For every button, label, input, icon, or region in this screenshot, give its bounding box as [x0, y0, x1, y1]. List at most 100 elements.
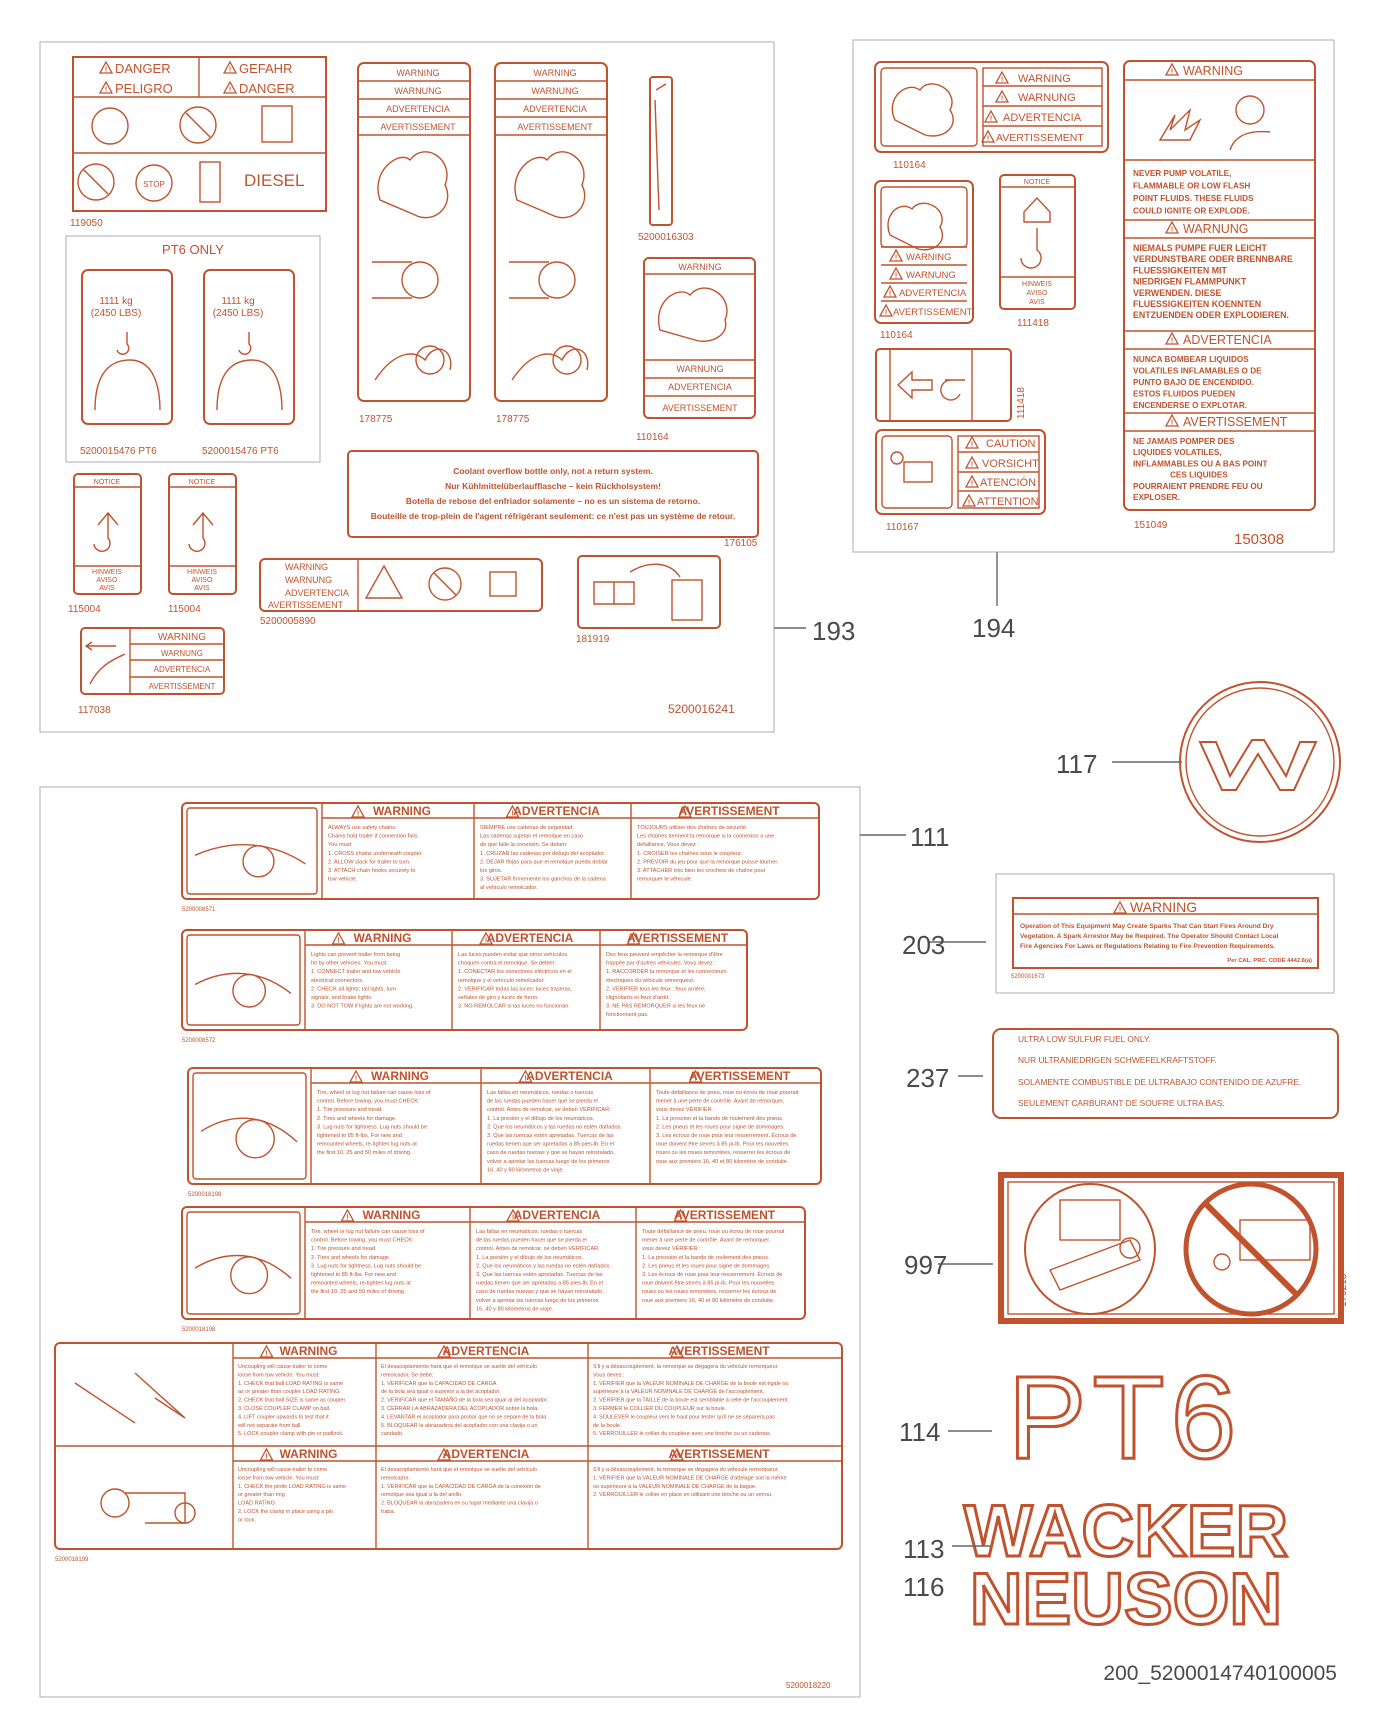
row-col-line: 1. CROISER les chaînes sous le coupleur.	[637, 851, 743, 857]
w-logo-decal	[1179, 681, 1341, 843]
row-col-line: remorquer le véhicule.	[637, 877, 693, 883]
spark-id: 5200001673	[1011, 974, 1045, 980]
row-col-head: AVERTISSEMENT	[627, 931, 729, 945]
p194w1-4: AVERTISSEMENT	[996, 132, 1084, 144]
notice1-bottom-3: AVIS	[99, 585, 115, 592]
row-col-head: WARNING	[373, 804, 431, 818]
coupler-col-line: 3. CLOSE COUPLER CLAMP on ball.	[238, 1406, 331, 1412]
p194w2-1: WARNING	[906, 252, 952, 263]
row-col-line: Las cadenas sujetan el remolque en caso	[480, 834, 583, 840]
fuel-section-head: WARNING	[1183, 64, 1243, 78]
tall2-text-1: WARNING	[533, 68, 576, 78]
row-col-line: 2. Les pneus et les roues pour signe de …	[656, 1124, 785, 1130]
coupler-col-line: ou supérieure à la VALEUR NOMINALE DE CH…	[593, 1484, 757, 1490]
p194-warning-2: WARNING WARNUNG ADVERTENCIA AVERTISSEMEN…	[874, 180, 974, 324]
coupler-col-line: S'il y a désaccouplement, la remorque se…	[593, 1364, 779, 1370]
wide-warn-4: AVERTISSEMENT	[268, 600, 344, 610]
callout-116: 116	[903, 1572, 944, 1602]
fuel-warning-label	[1123, 60, 1316, 511]
coupler-col-line: 5. VERROUILLER le collier du coupleur av…	[593, 1431, 772, 1437]
row-col-line: 3. Lug nuts for tightness. Lug nuts shou…	[311, 1263, 421, 1269]
row-col-line: frappée par d'autres véhicules. Vous dev…	[606, 961, 716, 967]
fuel-section-line: VERWENDEN. DIESE	[1133, 288, 1221, 298]
row-col-line: Tire, wheel or lug nut failure can cause…	[311, 1229, 425, 1235]
row-col-line: défaillance. Vous devez :	[637, 842, 699, 848]
fuel-section-line: NE JAMAIS POMPER DES	[1133, 437, 1235, 446]
tall2-text-2: WARNUNG	[531, 86, 578, 96]
callout-114: 114	[899, 1417, 940, 1447]
row-col-line: tightened to 85 ft-lbs. For new and	[311, 1272, 396, 1278]
row-col-line: 1. La presión y el dibujo de los neumáti…	[476, 1255, 584, 1261]
wide-warn-2: WARNUNG	[285, 575, 332, 585]
caution-1: CAUTION	[986, 438, 1036, 450]
brand-line-2: NEUSON	[970, 1559, 1282, 1640]
coupler-col-head: AVERTISSEMENT	[668, 1447, 770, 1461]
pt6-decal: PT6	[1006, 1351, 1237, 1486]
arrow-warn-3: ADVERTENCIA	[154, 665, 211, 674]
row-col-line: 1. La pression et la bande de roulement …	[642, 1255, 770, 1261]
fuel-section-line: POINT FLUIDS. THESE FLUIDS	[1133, 194, 1254, 203]
row-col-line: 2. Que los neumáticos y las ruedas no es…	[487, 1124, 622, 1130]
row-col-line: ruedas tienen que ser apretadas a 85 pie…	[476, 1281, 603, 1287]
row-col-line: 2. PRÉVOIR du jeu pour que la remorque p…	[637, 858, 779, 865]
row-col-line: 2. Les pneus et les roues pour signe de …	[642, 1263, 771, 1269]
row-col-line: 3. ATTACHER très bien les crochets de ch…	[637, 868, 766, 874]
coupler-col-line: El desacoplamiento hará que el remolque …	[381, 1467, 537, 1473]
fuel-section-line: INFLAMMABLES OU A BAS POINT	[1133, 459, 1267, 468]
notice2-bottom-2: AVISO	[192, 577, 213, 584]
coupler-col-line: Vous devez :	[593, 1372, 625, 1378]
row-col-line: signals, and brake lights.	[311, 995, 373, 1001]
coupler-col-line: 2. VERROUILLER le collier en place en ut…	[593, 1492, 773, 1498]
row-col-line: Toute défaillance de pneu, roue ou écrou…	[656, 1090, 799, 1096]
wacker-neuson-decal: WACKER NEUSON	[962, 1490, 1289, 1642]
row-col-line: caso de ruedas nuevas y que se hayan rei…	[487, 1150, 615, 1156]
row-col-head: AVERTISSEMENT	[678, 804, 780, 818]
row-col-line: TOUJOURS utiliser des chaînes de sécurit…	[637, 825, 748, 831]
callout-117: 117	[1056, 749, 1097, 779]
fuel-line-3: SOLAMENTE COMBUSTIBLE DE ULTRABAJO CONTE…	[1018, 1077, 1301, 1087]
p194w1-2: WARNUNG	[1018, 92, 1076, 104]
arrow-warn-id: 117038	[78, 705, 111, 716]
danger-label: DANGER GEFAHR PELIGRO DANGER STOP DIESEL	[72, 56, 327, 212]
fuel-section-line: COULD IGNITE OR EXPLODE.	[1133, 207, 1250, 216]
fuel-line-2: NUR ULTRANIEDRIGEN SCHWEFELKRAFTSTOFF.	[1018, 1055, 1217, 1065]
row-col-line: tow vehicle.	[328, 877, 358, 883]
notice2-bottom-1: HINWEIS	[187, 569, 217, 576]
fuel-section-line: ENCENDERSE O EXPLOTAR.	[1133, 401, 1247, 410]
row-col-head: ADVERTENCIA	[513, 804, 600, 818]
coupler-col-line: 5. BLOQUEAR la abrazadera del acoplador …	[381, 1423, 538, 1429]
tall-warning-2: WARNING WARNUNG ADVERTENCIA AVERTISSEMEN…	[494, 62, 608, 402]
tall1-text-3: ADVERTENCIA	[386, 104, 450, 114]
coupler-col-head: ADVERTENCIA	[443, 1344, 530, 1358]
p194w2-4: AVERTISSEMENT	[893, 307, 973, 318]
strip-id: 5200016303	[638, 232, 694, 243]
wide-warn-1: WARNING	[285, 562, 328, 572]
row-col-line: 3. ATTACH chain hooks securely to	[328, 868, 415, 874]
fuel-section-line: PUNTO BAJO DE ENCENDIDO.	[1133, 378, 1254, 387]
fuel-section-line: POURRAIENT PRENDRE FEU OU	[1133, 482, 1263, 491]
row-col-head: ADVERTENCIA	[514, 1208, 601, 1222]
row-id: 5200018198	[188, 1192, 222, 1198]
spark-warning-decal: WARNING Operation of This Equipment May …	[995, 873, 1335, 994]
caution-3: ATENCIÓN	[980, 476, 1036, 489]
row-col-line: 2. VERIFICAR todas las luces: luces tras…	[458, 986, 573, 992]
wide-warning-label: WARNING WARNUNG ADVERTENCIA AVERTISSEMEN…	[259, 558, 543, 612]
fuel-section-line: NIEMALS PUMPE FUER LEICHT	[1133, 243, 1268, 253]
coupler-col-line: 4. SOULEVER le coupleur vers le haut pou…	[593, 1414, 775, 1420]
row-col-line: volver a apretar las tuercas luego de lo…	[487, 1159, 610, 1165]
notice2-bottom-3: AVIS	[194, 585, 210, 592]
fuel-section-line: VERDUNSTBARE ODER BRENNBARE	[1133, 254, 1293, 264]
callout-113: 113	[903, 1534, 944, 1564]
weight-lbs-2: (2450 LBS)	[213, 308, 264, 319]
row-col-line: Des feux peuvent empêcher la remorque d'…	[606, 952, 723, 958]
row-col-line: remounted wheels, re-tighten lug nuts at	[317, 1142, 417, 1148]
coupler-col-line: 3. CERRAR LA ABRAZADERA DEL ACOPLADOR so…	[381, 1406, 539, 1412]
kit-194-number: 150308	[1234, 531, 1284, 548]
notice1-id: 115004	[68, 604, 101, 615]
row-col-head: WARNING	[354, 931, 412, 945]
fuel-section-head: AVERTISSEMENT	[1183, 415, 1288, 429]
coupler-col-line: Uncoupling will cause trailer to come	[238, 1364, 327, 1370]
row-col-line: 1. Tire pressure and tread.	[317, 1107, 383, 1113]
